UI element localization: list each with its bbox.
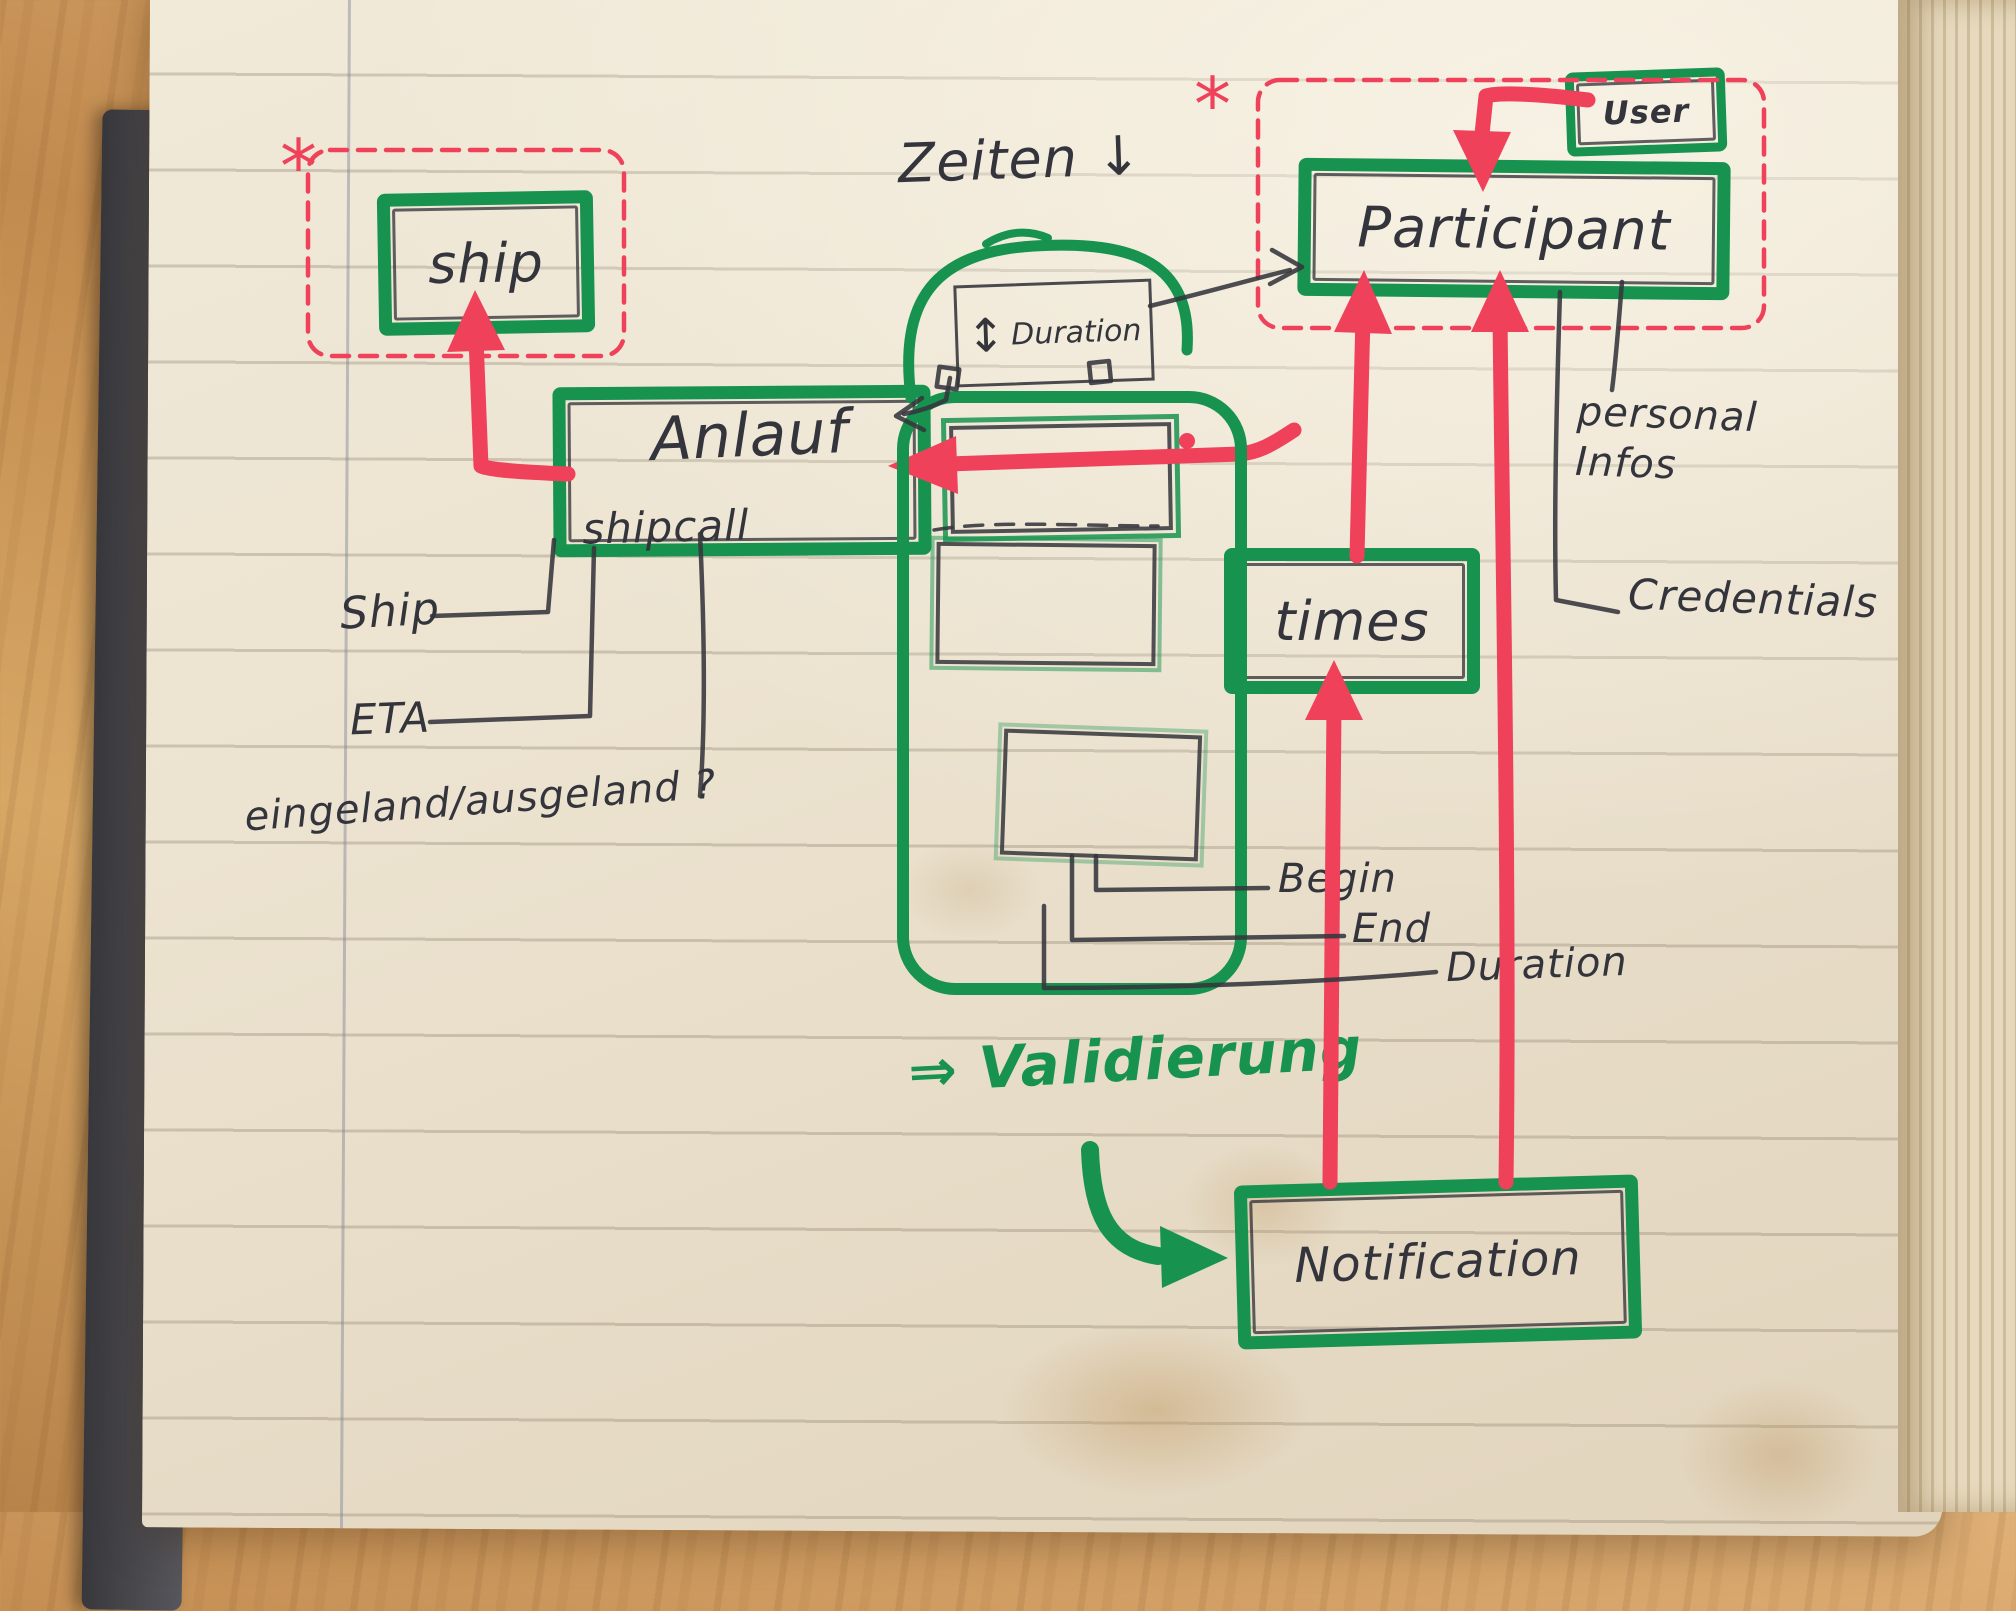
asterisk-marker: *	[1194, 62, 1232, 148]
credentials-attribute-label: Credentials	[1627, 569, 1879, 628]
participant-label: Participant	[1357, 194, 1671, 264]
ship-entity-box: ship	[376, 190, 596, 336]
begin-attribute-label: Begin	[1278, 856, 1397, 902]
updown-arrow-icon: ↕	[965, 307, 1007, 364]
personal-infos-attribute-label: personal Infos	[1574, 388, 1759, 489]
time-slot-sketch-box	[993, 722, 1209, 868]
end-attribute-label: End	[1352, 906, 1432, 952]
zeiten-heading: Zeiten ↓	[896, 123, 1144, 196]
notification-label: Notification	[1293, 1229, 1583, 1295]
shipcall-label: shipcall	[581, 500, 750, 554]
page-stack-edges	[1898, 0, 2016, 1512]
duration-field-box: ↕ Duration	[953, 278, 1155, 388]
notification-entity-box: Notification	[1233, 1174, 1643, 1350]
duration-attribute-label: Duration	[1445, 938, 1629, 992]
time-slot-sketch-box	[941, 413, 1181, 543]
page-margin-line	[339, 0, 352, 1529]
ship-label: ship	[427, 230, 545, 296]
user-entity-box: User	[1564, 67, 1728, 157]
asterisk-marker: *	[280, 124, 318, 210]
times-label: times	[1274, 589, 1430, 653]
participant-entity-box: Participant	[1297, 157, 1731, 301]
times-entity-box: times	[1224, 548, 1480, 694]
anlauf-label: Anlauf	[649, 396, 850, 476]
duration-label: Duration	[1010, 312, 1142, 352]
time-slot-sketch-box	[929, 535, 1163, 673]
user-label: User	[1602, 91, 1690, 133]
ship-attribute-label: Ship	[338, 583, 442, 640]
anlauf-shipcall-entity-box: Anlauf shipcall	[552, 384, 932, 558]
eta-attribute-label: ETA	[349, 692, 431, 745]
